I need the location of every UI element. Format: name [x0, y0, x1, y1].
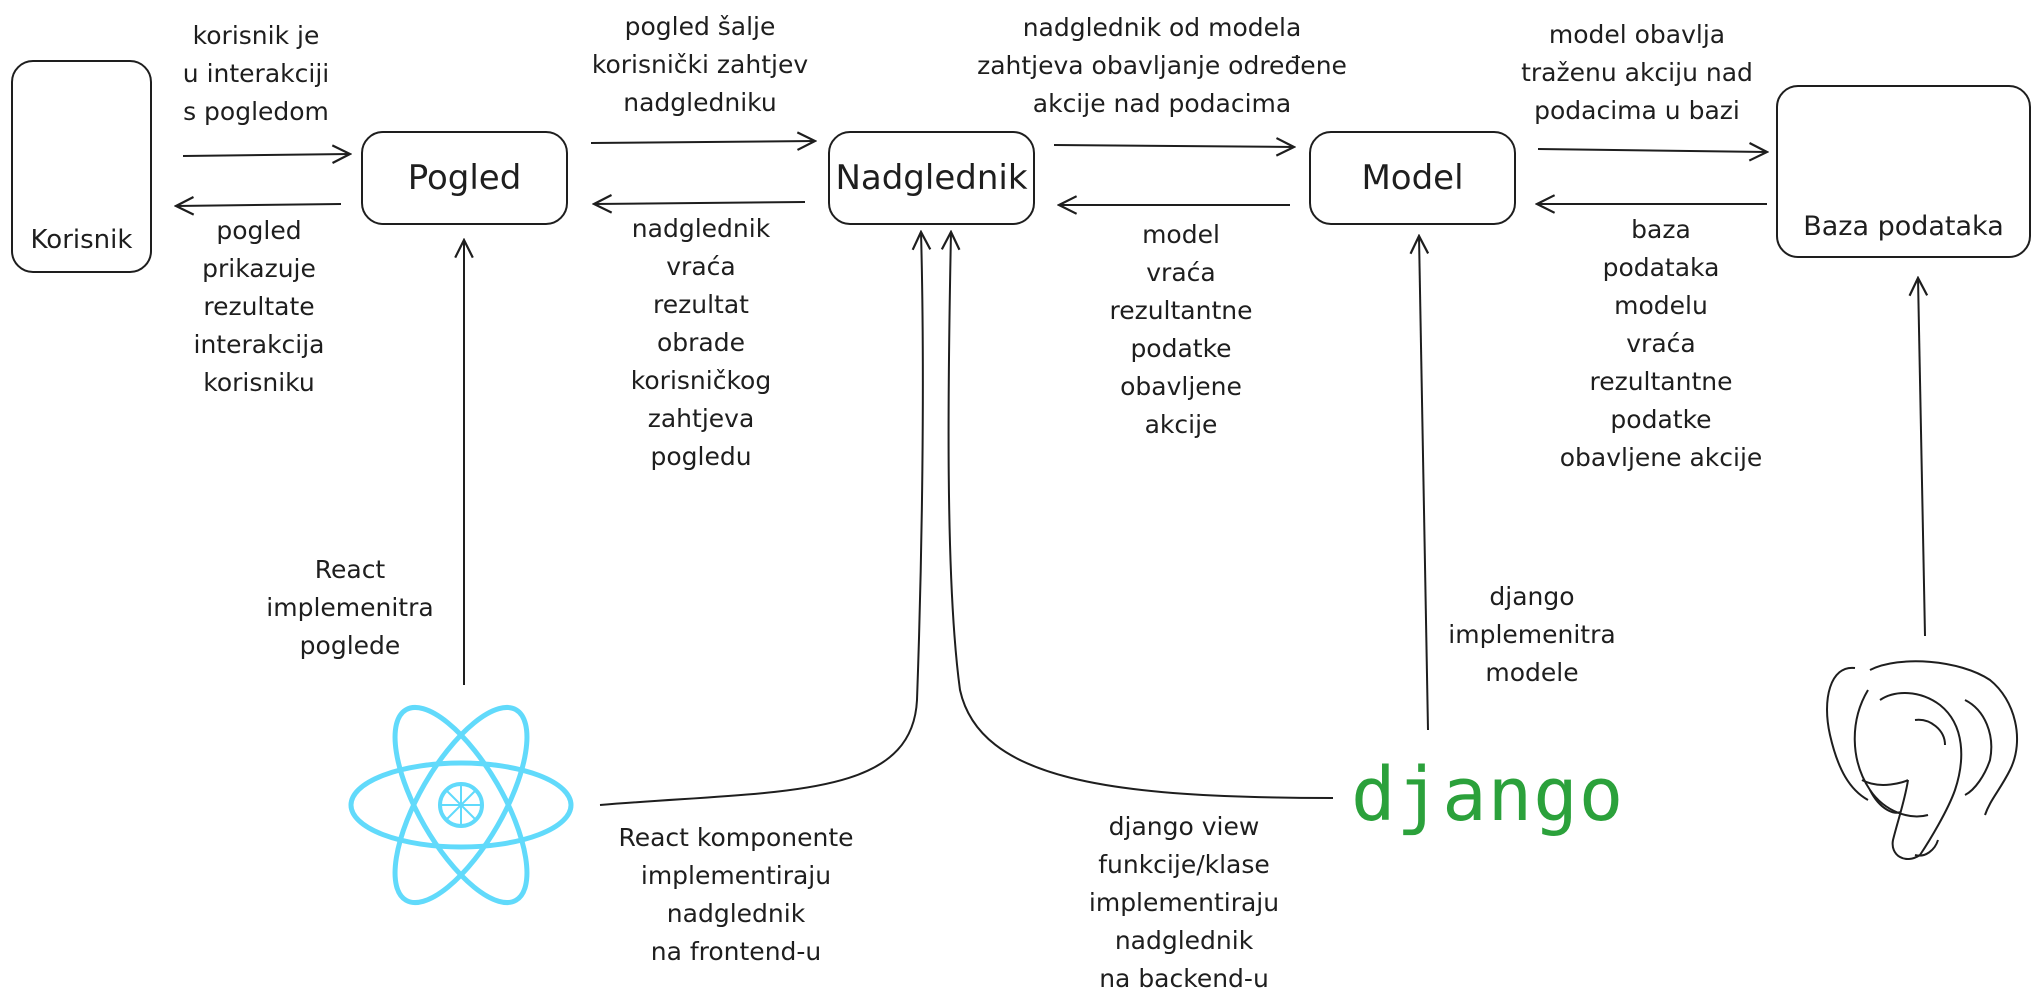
label-model-to-controller: model vraća rezultantne podatke obavljen… [1109, 220, 1253, 439]
model-box: Model [1309, 131, 1516, 225]
label-model-to-db: model obavlja traženu akciju nad podacim… [1521, 20, 1753, 125]
controller-box: Nadglednik [828, 131, 1035, 225]
arrow-django-views-to-controller [949, 232, 1334, 799]
arrow-model-to-db [1537, 149, 1767, 152]
django-logo: django [1351, 752, 1625, 838]
label-controller-to-model: nadglednik od modela zahtjeva obavljanje… [977, 13, 1347, 118]
arrow-react-components-to-controller [599, 232, 923, 806]
arrow-user-to-view [182, 154, 350, 156]
label-controller-to-view: nadglednik vraća rezultat obrade korisni… [630, 214, 772, 471]
database-box: Baza podataka [1776, 85, 2031, 258]
view-box: Pogled [361, 131, 568, 225]
label-db-to-model: baza podataka modelu vraća rezultantne p… [1559, 215, 1763, 472]
model-title: Model [1361, 158, 1464, 198]
label-react-views: React implemenitra poglede [266, 555, 434, 660]
user-title: Korisnik [30, 225, 133, 255]
arrow-postgres-to-db [1918, 278, 1925, 637]
arrow-view-to-user [176, 204, 342, 206]
arrow-controller-to-model [1053, 145, 1294, 147]
view-title: Pogled [407, 158, 522, 198]
postgresql-elephant-logo [1826, 660, 2018, 860]
label-view-to-controller: pogled šalje korisnički zahtjev nadgledn… [591, 12, 809, 117]
label-react-components: React komponente implementiraju nadgledn… [618, 823, 854, 966]
controller-title: Nadglednik [835, 158, 1028, 198]
database-title: Baza podataka [1803, 211, 2004, 242]
label-view-to-user: pogled prikazuje rezultate interakcija k… [193, 216, 325, 397]
label-django-models: django implemenitra modele [1448, 582, 1616, 687]
label-user-to-view: korisnik je u interakciji s pogledom [182, 21, 330, 126]
user-box: Korisnik [11, 60, 152, 273]
react-logo [348, 704, 574, 906]
arrow-view-to-controller [590, 141, 815, 143]
arrow-controller-to-view [594, 202, 806, 204]
label-django-views: django view funkcije/klase implementiraj… [1088, 812, 1280, 993]
arrow-django-to-model [1419, 236, 1428, 731]
